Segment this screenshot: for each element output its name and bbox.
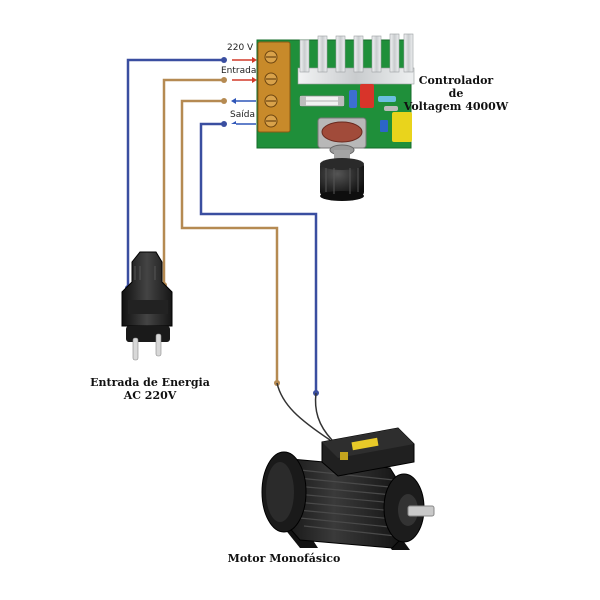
arrow-right-icon	[232, 57, 257, 63]
small-component	[380, 120, 388, 132]
voltage-controller-board	[256, 33, 415, 201]
wire-node	[221, 77, 227, 83]
motor-label: Motor Monofásico	[228, 552, 341, 565]
label-entrada: Entrada	[221, 66, 256, 76]
knob-icon	[320, 158, 364, 201]
label-220v: 220 V	[227, 43, 254, 53]
wire-node	[221, 121, 227, 127]
heatsink	[297, 33, 415, 85]
plug-pin	[132, 337, 139, 361]
controller-label: Controlador de Voltagem 4000W	[403, 74, 509, 113]
motor-shaft	[407, 505, 435, 517]
controller-label-line2: de	[449, 87, 464, 100]
arrow-left-icon	[231, 98, 256, 104]
red-capacitor	[360, 84, 374, 108]
wire-brown-output	[180, 99, 279, 383]
terminal-block	[257, 41, 291, 133]
wire-brown-input	[162, 78, 224, 285]
arrow-right-icon	[232, 77, 257, 83]
potentiometer	[317, 117, 367, 160]
resistor	[384, 106, 398, 111]
controller-label-line1: Controlador	[419, 74, 494, 87]
controller-label-line3: Voltagem 4000W	[403, 100, 509, 113]
wire-blue-output	[199, 122, 318, 393]
arrow-left-icon	[231, 121, 256, 125]
plug-label: Entrada de Energia AC 220V	[90, 376, 210, 402]
wire-node	[221, 98, 227, 104]
plug-label-line2: AC 220V	[123, 389, 177, 402]
wire-blue-input	[126, 58, 224, 288]
single-phase-motor	[261, 427, 435, 550]
power-plug	[121, 251, 173, 361]
plug-pin	[155, 333, 162, 357]
yellow-capacitor	[392, 112, 412, 142]
wire-node	[221, 57, 227, 63]
motor-lead-wire	[314, 392, 333, 441]
resistor	[378, 96, 396, 102]
motor-lead-wire	[276, 382, 331, 441]
fuse	[299, 95, 345, 107]
terminal-labels: 220 V Entrada Saída	[221, 43, 257, 125]
label-saida: Saída	[230, 110, 255, 120]
plug-label-line1: Entrada de Energia	[90, 376, 210, 389]
blue-capacitor	[349, 90, 357, 108]
junction-box	[321, 427, 415, 477]
